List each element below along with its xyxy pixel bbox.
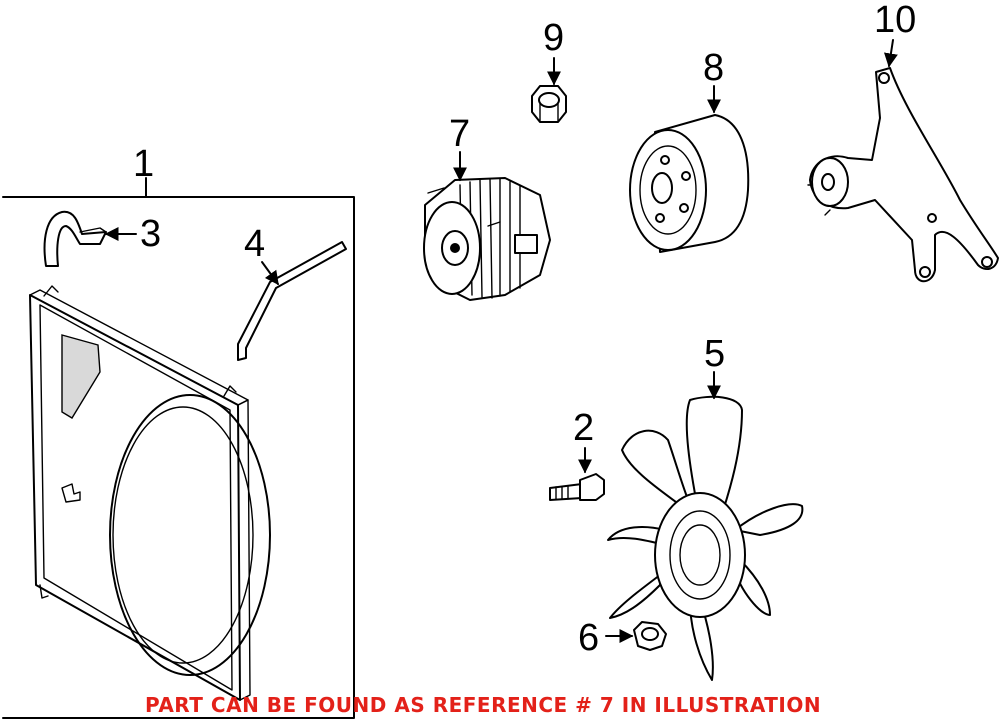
callout-number: 6 [578, 617, 599, 659]
callout-number: 1 [133, 143, 154, 185]
callout-8: 8 [703, 47, 724, 114]
part-6-nut [633, 621, 667, 651]
part-9-nut [531, 85, 567, 123]
callout-5: 5 [704, 333, 725, 400]
callout-9: 9 [543, 17, 564, 86]
reference-note: PART CAN BE FOUND AS REFERENCE # 7 IN IL… [145, 693, 822, 717]
callout-4: 4 [244, 223, 279, 286]
callout-1: 1 [133, 143, 154, 185]
part-3-hose-clip [43, 210, 107, 267]
callout-10-arrow [883, 39, 898, 68]
callout-number: 3 [140, 213, 161, 255]
callout-3: 3 [104, 213, 161, 255]
callout-number: 9 [543, 17, 564, 59]
part-7-fan-clutch [423, 177, 551, 301]
part-5-fan [607, 395, 804, 681]
callout-4-arrow [261, 261, 279, 286]
callout-number: 7 [449, 113, 470, 155]
part-2-bolt [549, 473, 605, 501]
callout-number: 10 [874, 0, 916, 41]
callout-number: 8 [703, 47, 724, 89]
part-1-bracket-box [2, 196, 355, 719]
callout-number: 5 [704, 333, 725, 375]
part-8-pulley [629, 114, 750, 253]
callout-number: 4 [244, 223, 265, 265]
part-4-hose [237, 241, 347, 361]
callout-7: 7 [449, 113, 470, 182]
part-10-fan-bracket [807, 67, 999, 283]
callout-6: 6 [578, 617, 634, 659]
part-1-fan-shroud-group [2, 177, 355, 719]
callout-2: 2 [573, 407, 594, 474]
fan-shroud-drawing [29, 285, 271, 701]
callout-10: 10 [874, 0, 916, 68]
callout-number: 2 [573, 407, 594, 449]
